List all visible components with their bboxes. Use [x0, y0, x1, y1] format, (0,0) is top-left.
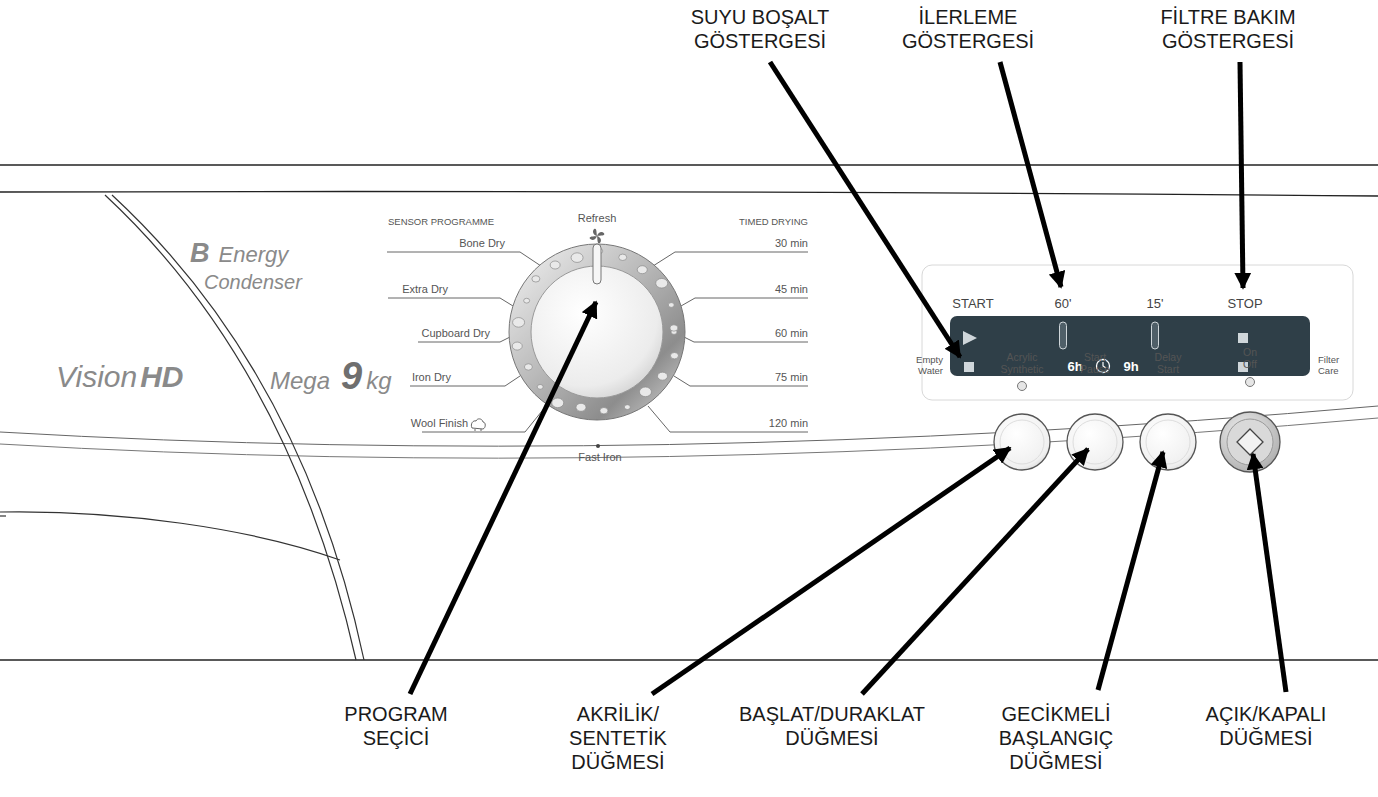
indicator-heading: 15' — [1147, 296, 1164, 311]
callout-label: SUYU BOŞALT GÖSTERGESİ — [675, 5, 845, 53]
button-name: Start Pause — [1070, 351, 1120, 375]
callout-label: İLERLEME GÖSTERGESİ — [883, 5, 1053, 53]
indicator-heading: START — [952, 296, 993, 311]
wool-icon — [471, 419, 485, 431]
logo-text: Condenser — [204, 270, 302, 294]
callout-label: PROGRAM SEÇİCİ — [321, 702, 471, 750]
indicator-name: Filter Care — [1318, 355, 1358, 376]
callout-label: GECİKMELİ BAŞLANGIÇ DÜĞMESİ — [981, 702, 1131, 774]
button-name: On Off — [1238, 346, 1262, 370]
program-name: 30 min — [775, 237, 808, 250]
capacity-unit: kg — [366, 366, 394, 396]
capacity-text: Mega — [270, 366, 333, 396]
panel-outline — [0, 165, 1378, 660]
callout-label: AÇIK/KAPALI DÜĞMESİ — [1186, 702, 1346, 750]
program-name: Refresh — [578, 212, 617, 225]
button-name: Delay Start — [1143, 351, 1193, 375]
program-name: Extra Dry — [402, 283, 448, 296]
program-name: 45 min — [775, 283, 808, 296]
indicator-heading: STOP — [1227, 296, 1262, 311]
leader-line — [410, 302, 596, 694]
indicator-name: Empty Water — [903, 355, 943, 376]
program-name: Iron Dry — [412, 371, 451, 384]
program-name: 60 min — [775, 327, 808, 340]
callout-label: AKRİLİK/ SENTETİK DÜĞMESİ — [558, 702, 678, 774]
energy-class: B — [190, 238, 213, 268]
leader-line — [770, 62, 960, 357]
logo-text: Energy — [219, 242, 292, 268]
leader-line — [1240, 62, 1243, 288]
dial-group-heading: SENSOR PROGRAMME — [388, 216, 494, 227]
program-name: Fast Iron — [578, 451, 621, 464]
buttons — [994, 378, 1280, 473]
leader-lines — [410, 62, 1286, 694]
leader-line — [1000, 62, 1061, 287]
leader-line — [1098, 452, 1163, 690]
dial-group-heading: TIMED DRYING — [739, 216, 808, 227]
logo-group: BEnergy — [190, 238, 291, 268]
program-name: 120 min — [769, 417, 808, 430]
delay-hours: 9h — [1123, 359, 1138, 374]
program-name: Bone Dry — [459, 237, 505, 250]
button-name: Acrylic Synthetic — [991, 351, 1053, 375]
program-selector-dial — [387, 244, 808, 448]
leader-line — [1253, 454, 1286, 692]
indicator-heading: 60' — [1055, 296, 1072, 311]
program-name: Cupboard Dry — [422, 327, 490, 340]
logo-group: VisionHD — [56, 360, 187, 394]
leader-line — [652, 448, 1010, 694]
callout-label: FİLTRE BAKIM GÖSTERGESİ — [1133, 5, 1323, 53]
leader-line — [862, 449, 1088, 694]
brand-name: HD — [140, 360, 186, 394]
capacity-number: 9 — [341, 356, 365, 396]
program-name: Wool Finish — [411, 417, 468, 430]
program-name: 75 min — [775, 371, 808, 384]
brand-name: Vision — [56, 360, 140, 394]
display-panel — [922, 265, 1353, 400]
logo-group: Mega 9kg — [270, 356, 395, 396]
fan-icon — [589, 228, 605, 244]
callout-label: BAŞLAT/DURAKLAT DÜĞMESİ — [725, 702, 940, 750]
